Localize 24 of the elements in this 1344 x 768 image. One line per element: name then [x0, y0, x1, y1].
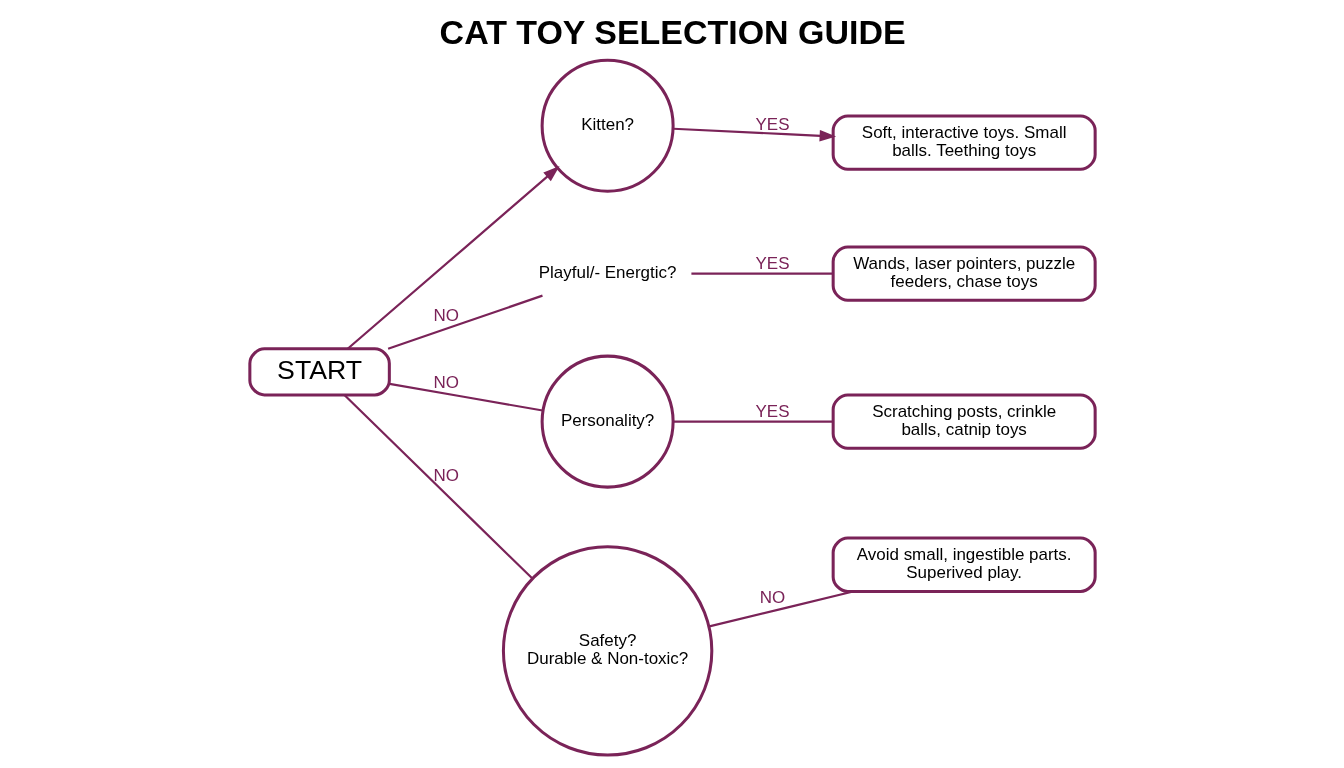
node-box: Avoid small, ingestible parts. Superived play.: [831, 536, 1097, 593]
connector: [672, 420, 833, 423]
edge-label: NO: [759, 587, 785, 607]
node-circle: Safety? Durable & Non-toxic?: [501, 545, 713, 757]
node-box: Wands, laser pointers, puzzle feeders, chase toys: [831, 245, 1097, 302]
edge-label: NO: [433, 306, 459, 326]
edge-label: YES: [755, 114, 789, 134]
node-text: Playful/- Energtic?: [538, 263, 676, 283]
node-circle: Personality?: [540, 354, 675, 489]
edge-label: NO: [433, 372, 459, 392]
edge-label: YES: [755, 402, 789, 422]
connector: [343, 394, 533, 580]
diagram-title: CAT TOY SELECTION GUIDE: [439, 12, 906, 51]
node-box: Soft, interactive toys. Small balls. Teething toys: [831, 114, 1097, 171]
connector: [387, 294, 543, 350]
arrow: [672, 127, 836, 142]
connector: [690, 272, 833, 275]
node-box: Scratching posts, crinkle balls, catnip toys: [831, 393, 1097, 450]
edge-label: NO: [433, 466, 459, 486]
node-box: START: [247, 347, 391, 397]
edge-label: YES: [755, 254, 789, 274]
arrow: [346, 166, 560, 350]
connector: [388, 382, 543, 412]
connector: [708, 590, 853, 628]
